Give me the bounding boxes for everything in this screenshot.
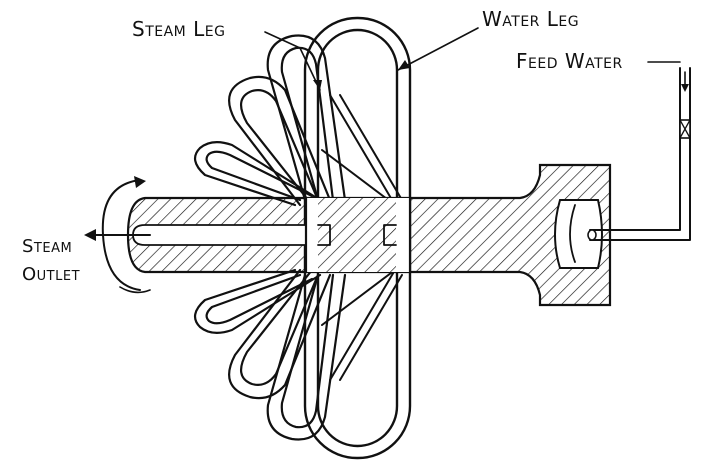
- loop-upper-left-1: [228, 75, 332, 207]
- leader-lines: [264, 27, 681, 91]
- label-water-leg: Water Leg: [482, 7, 579, 31]
- label-steam-leg: Steam Leg: [132, 17, 225, 41]
- loop-lower-left-2: [193, 268, 322, 334]
- feed-water-pipe: [609, 67, 691, 241]
- shaft-body: [126, 163, 612, 307]
- label-steam-outlet-line1: Steam: [22, 236, 72, 257]
- loop-upper-left-2: [193, 141, 322, 207]
- steam-outlet-arrow: [84, 229, 151, 241]
- loop-lower-left-3: [266, 273, 347, 441]
- loop-lower-left-1: [228, 268, 332, 400]
- label-steam-outlet-line2: Outlet: [22, 264, 80, 285]
- loop-inner-diagonals: [321, 94, 403, 381]
- label-feed-water: Feed Water: [516, 49, 623, 73]
- loop-upper-left-3: [266, 34, 347, 202]
